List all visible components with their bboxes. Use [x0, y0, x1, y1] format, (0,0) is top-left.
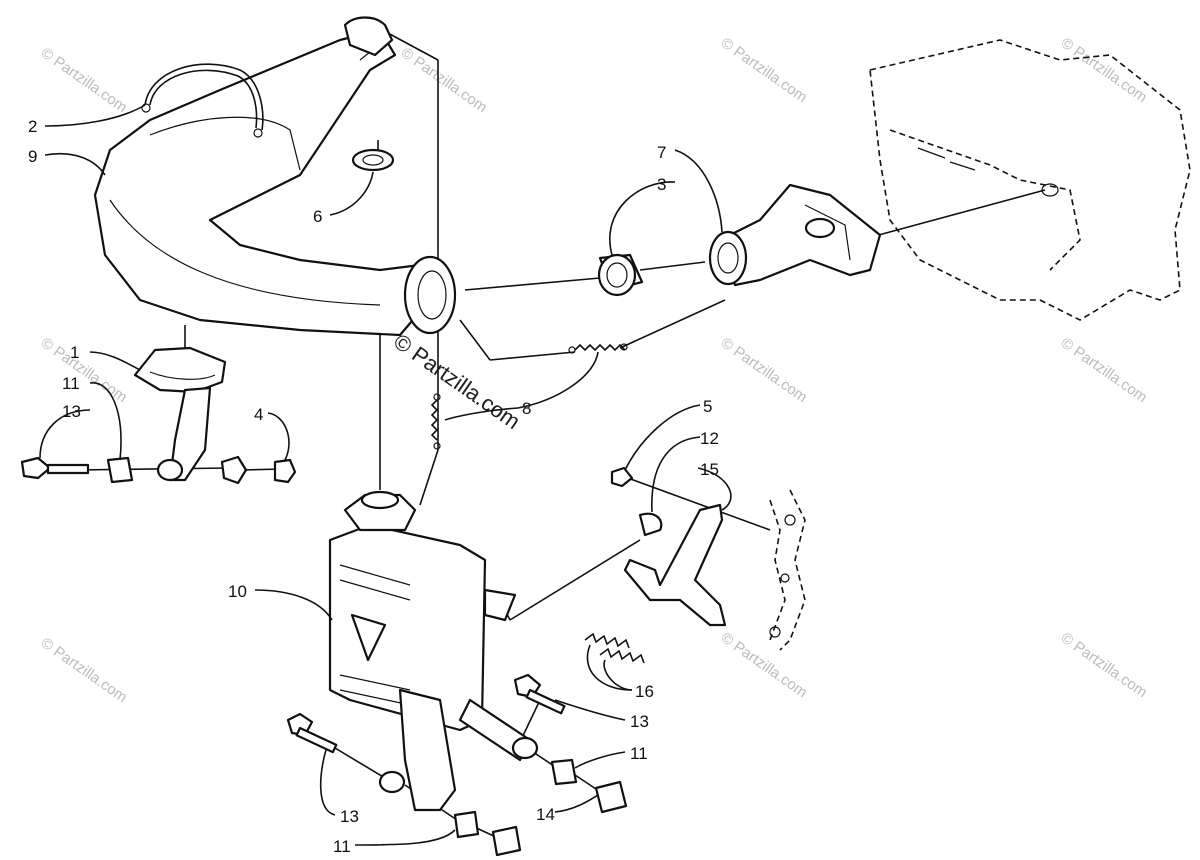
callout-11: 11	[630, 744, 648, 763]
callout-13: 13	[62, 402, 81, 421]
watermark: © Partzilla.com	[718, 629, 811, 701]
callout-9: 9	[28, 147, 37, 166]
callout-11: 11	[333, 837, 351, 856]
watermark: © Partzilla.com	[1058, 334, 1151, 406]
watermark: © Partzilla.com	[398, 44, 491, 116]
muffler	[328, 490, 532, 812]
callout-13: 13	[340, 807, 359, 826]
callout-11: 11	[62, 374, 80, 393]
right-bracket-assembly	[584, 466, 727, 664]
callout-1: 1	[70, 343, 79, 362]
watermark: © Partzilla.com	[1058, 34, 1151, 106]
grommet	[351, 148, 395, 172]
expansion-chamber-pipe	[93, 16, 457, 337]
exhaust-manifold	[708, 183, 882, 287]
callout-12: 12	[700, 429, 719, 448]
callout-leaders	[39, 104, 732, 846]
callout-3: 3	[657, 175, 666, 194]
left-bracket-assembly	[20, 346, 297, 485]
watermark: © Partzilla.com	[718, 334, 811, 406]
ring-seal	[597, 253, 644, 297]
watermark: © Partzilla.com	[38, 44, 131, 116]
callout-15: 15	[700, 460, 719, 479]
watermark: © Partzilla.com	[38, 634, 131, 706]
callout-13: 13	[630, 712, 649, 731]
watermark-main: © Partzilla.com	[389, 329, 525, 435]
pipe-spring	[141, 63, 264, 138]
callout-6: 6	[313, 207, 322, 226]
callout-4: 4	[254, 405, 263, 424]
callout-16: 16	[635, 682, 654, 701]
watermark: © Partzilla.com	[38, 334, 131, 406]
frame-outline	[769, 489, 806, 651]
springs	[430, 343, 628, 450]
callout-2: 2	[28, 117, 37, 136]
callout-labels: 2 9 6 7 3 1 11 13 4 8 5 12 15 10 16 13 1…	[28, 117, 719, 856]
callout-5: 5	[703, 397, 712, 416]
lower-hardware	[286, 673, 628, 857]
callout-7: 7	[657, 143, 666, 162]
callout-8: 8	[522, 399, 531, 418]
callout-10: 10	[228, 582, 247, 601]
alignment-lines	[74, 31, 1046, 839]
watermark: © Partzilla.com	[1058, 629, 1151, 701]
watermark: © Partzilla.com	[718, 34, 811, 106]
engine-outline	[869, 39, 1191, 321]
callout-14: 14	[536, 805, 555, 824]
